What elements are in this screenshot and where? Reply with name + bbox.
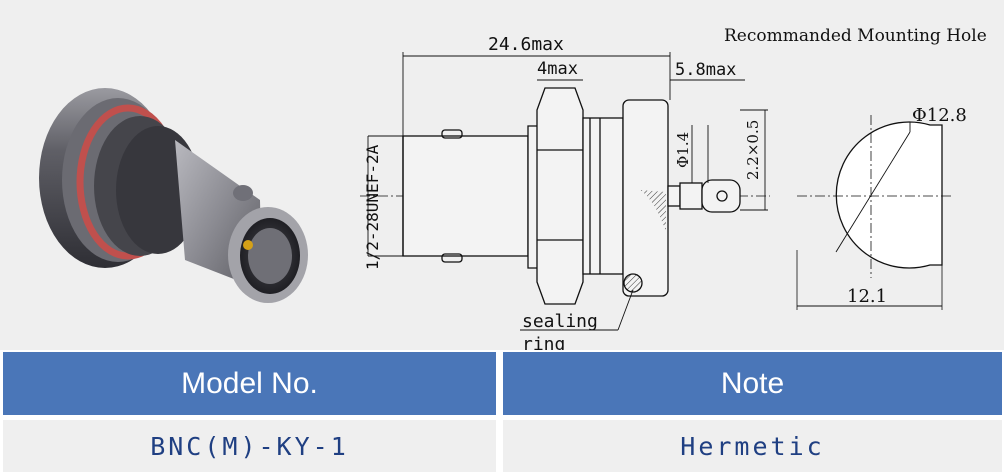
dim-thread: 1/2-28UNEF-2A [363, 144, 382, 270]
dim-flange: 5.8max [675, 60, 736, 80]
dim-terminal: 2.2×0.5 [744, 120, 762, 180]
dimension-lines [367, 52, 768, 331]
cell-model-value: BNC(M)-KY-1 [3, 420, 496, 472]
dim-hole-flat: 12.1 [847, 286, 887, 307]
header-note: Note [503, 352, 1002, 415]
dim-hole-dia: Φ12.8 [912, 105, 967, 126]
header-model-no: Model No. [3, 352, 496, 415]
mounting-hole-view [796, 115, 952, 310]
technical-drawing: Recommanded Mounting Hole 24.6max 4max 5… [39, 26, 987, 350]
drawing-labels: Recommanded Mounting Hole 24.6max 4max 5… [363, 26, 987, 350]
sealing-ring-label-line2: ring [522, 334, 565, 350]
sealing-ring-label-line1: sealing [522, 311, 598, 332]
spec-table: Model No. Note BNC(M)-KY-1 Hermetic [0, 352, 1004, 474]
dim-overall-length: 24.6max [488, 34, 564, 55]
dim-pin-dia: Φ1.4 [674, 132, 692, 168]
connector-render [39, 88, 308, 303]
side-view [360, 87, 770, 305]
cell-note-value: Hermetic [503, 420, 1002, 472]
seal-ring-section [623, 273, 643, 293]
mounting-hole-title: Recommanded Mounting Hole [724, 26, 987, 46]
dim-nut-width: 4max [537, 59, 578, 79]
